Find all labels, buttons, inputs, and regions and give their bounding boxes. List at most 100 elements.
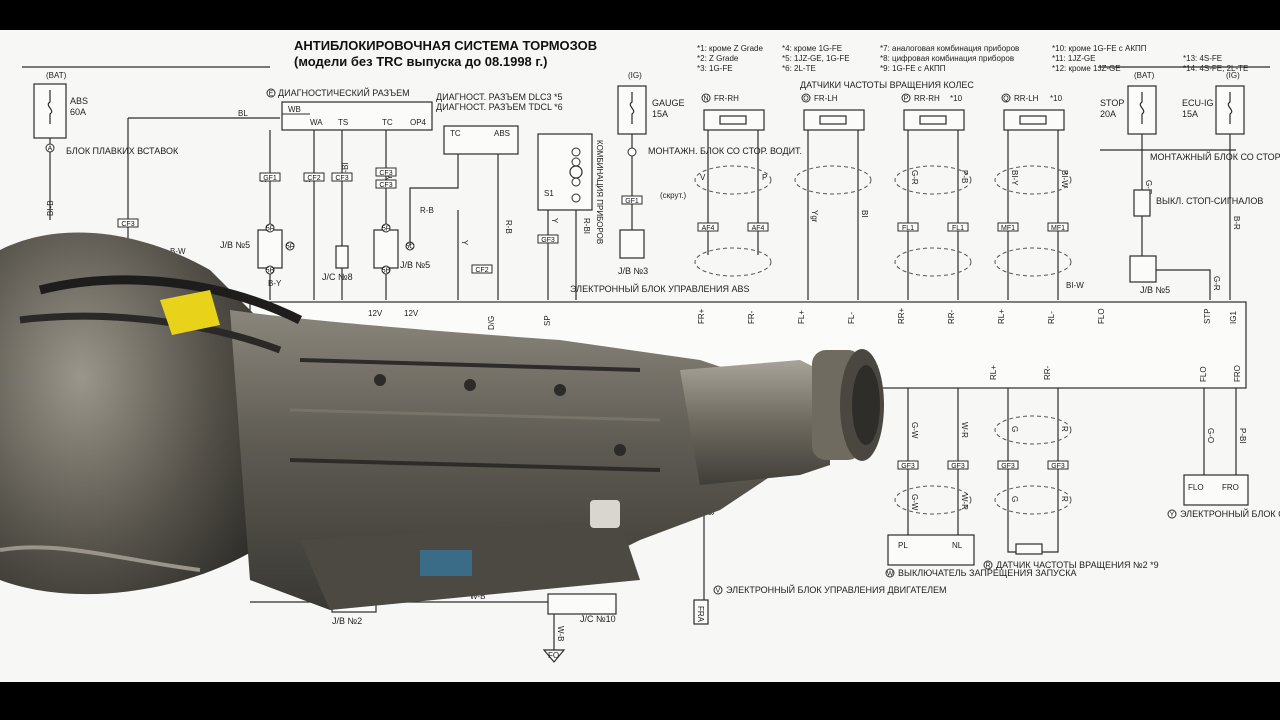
park-neutral-switch	[887, 534, 975, 566]
junction-connector-label: J/C №10	[580, 614, 616, 624]
terminal-label: ABS	[494, 129, 510, 138]
terminal-label: FLO	[1188, 483, 1204, 492]
connector-label: AF4	[752, 225, 765, 232]
tems-ecu	[1183, 474, 1249, 506]
wire-color: P	[762, 173, 767, 182]
sensor-rr-lh: Q RR-LH *10	[1001, 93, 1065, 300]
footnote: *7: аналоговая комбинация приборов	[880, 44, 1019, 53]
connector-label: FL1	[952, 225, 964, 232]
sensors-header: ДАТЧИКИ ЧАСТОТЫ ВРАЩЕНИЯ КОЛЕС	[800, 80, 974, 90]
fuse-rating: 60A	[70, 107, 86, 117]
svg-text:5C: 5C	[406, 244, 415, 251]
wire-color: G	[1010, 426, 1019, 432]
tdcl-connector	[443, 125, 519, 155]
wire-color: R	[1060, 426, 1069, 432]
sensor-name: RR-LH	[1014, 94, 1039, 103]
junction-block-label: J/B №5	[400, 260, 430, 270]
connector-label: CF3	[379, 170, 392, 177]
combination-meter-label: КОМБИНАЦИЯ ПРИБОРОВ	[595, 140, 604, 244]
shield-label: (скрут.)	[660, 191, 687, 200]
wire-color: G-W	[910, 494, 919, 511]
fuse-bus-label: (BAT)	[1134, 71, 1155, 80]
wire-color: G-O	[1206, 428, 1215, 443]
connector-label: CF3	[379, 182, 392, 189]
wire-color: R-BI	[582, 218, 591, 234]
sensor-name: FR-LH	[814, 94, 838, 103]
terminal-label: PL	[898, 541, 908, 550]
svg-text:5F: 5F	[266, 226, 274, 233]
fuse-rating: 15A	[1182, 109, 1198, 119]
wire-color: G	[1010, 496, 1019, 502]
sensor-name: RR-RH	[914, 94, 940, 103]
ground-label: FO	[548, 651, 559, 660]
terminal-label: FRA	[696, 606, 705, 623]
diag-connector-label: ДИАГНОСТИЧЕСКИЙ РАЗЪЕМ	[278, 87, 410, 98]
connector-label: AF4	[702, 225, 715, 232]
terminal-label: S1	[544, 189, 554, 198]
fuse-bus-label: (IG)	[1226, 71, 1240, 80]
terminal-label: FR-	[747, 310, 756, 324]
wire-color: P-BI	[1238, 428, 1247, 444]
sensor-note: *10	[950, 94, 963, 103]
terminal-label: NL	[952, 541, 963, 550]
fuse-name: ABS	[70, 96, 88, 106]
combination-meter	[537, 133, 593, 211]
connector-label: CF2	[475, 267, 488, 274]
stop-light-switch	[1133, 189, 1151, 217]
footnote: *8: цифровая комбинация приборов	[880, 54, 1014, 63]
svg-text:A: A	[48, 146, 53, 153]
wire-color: G-R	[1212, 276, 1221, 291]
junction-block-5	[257, 229, 283, 269]
terminal-label: OP4	[410, 118, 427, 127]
footnotes: *1: кроме Z Grade *2: Z Grade *3: 1G-FE …	[697, 44, 1248, 73]
footnote: *4: кроме 1G-FE	[782, 44, 842, 53]
wire-color: Y	[460, 240, 469, 246]
park-neutral-switch-label: ВЫКЛЮЧАТЕЛЬ ЗАПРЕЩЕНИЯ ЗАПУСКА	[898, 568, 1077, 578]
footnote: *12: кроме 1JZ-GE	[1052, 64, 1121, 73]
svg-text:R: R	[985, 563, 990, 570]
terminal-label: FRO	[1233, 365, 1242, 382]
wire-color: G-R	[910, 170, 919, 185]
wire-color: BL	[238, 109, 248, 118]
fuse-bus-label: (BAT)	[46, 71, 67, 80]
wire-color: G-R	[1144, 180, 1153, 195]
wire-color: W-B	[470, 592, 485, 601]
sensor-code: O	[803, 96, 809, 103]
diagram-subtitle: (модели без TRC выпуска до 08.1998 г.)	[294, 54, 547, 69]
tdcl-label: ДИАГНОСТ. РАЗЪЕМ TDCL *6	[436, 102, 563, 112]
terminal-label: WA	[310, 118, 323, 127]
terminal-label: SP	[543, 315, 552, 326]
connector-label: GF3	[901, 463, 915, 470]
footnote: *10: кроме 1G-FE с АКПП	[1052, 44, 1147, 53]
terminal-label: RR+	[897, 307, 906, 324]
sensor-code: P	[904, 96, 909, 103]
abs-ecu-terminals: 12V 12V D/G SP FR+ FR- FL+ FL- RR+ RR- R…	[368, 307, 1242, 382]
svg-text:5B: 5B	[382, 268, 391, 275]
fuse-rating: 15A	[652, 109, 668, 119]
wire-color: BI-W	[1060, 170, 1069, 188]
transmission-photo	[0, 232, 884, 610]
terminal-label: RL-	[1047, 311, 1056, 324]
svg-text:E: E	[269, 91, 274, 98]
wire-color: B-W	[170, 247, 186, 256]
wire-color: R	[1060, 496, 1069, 502]
connector-label: GF1	[263, 175, 277, 182]
junction-block-label: J/B №5	[220, 240, 250, 250]
wire-color: B-Y	[268, 279, 282, 288]
sensor-note: *10	[1050, 94, 1063, 103]
terminal-label: RL+	[989, 365, 998, 380]
connector-label: GF3	[1001, 463, 1015, 470]
terminal-label: TC	[450, 129, 461, 138]
terminal-label: STP	[1203, 308, 1212, 324]
engine-ecu-label: ЭЛЕКТРОННЫЙ БЛОК УПРАВЛЕНИЯ ДВИГАТЕЛЕМ	[726, 584, 947, 595]
connector-label: CF3	[335, 175, 348, 182]
footnote: *1: кроме Z Grade	[697, 44, 763, 53]
terminal-label: 12V	[368, 309, 383, 318]
footnote: *3: 1G-FE	[697, 64, 733, 73]
connector-label: GF3	[951, 463, 965, 470]
svg-text:Y: Y	[1170, 512, 1175, 519]
wire-color: W-R	[960, 422, 969, 438]
junction-connector-10	[547, 593, 617, 615]
wire-color: BI	[860, 210, 869, 218]
wiring-diagram: АНТИБЛОКИРОВОЧНАЯ СИСТЕМА ТОРМОЗОВ (моде…	[22, 38, 1280, 663]
